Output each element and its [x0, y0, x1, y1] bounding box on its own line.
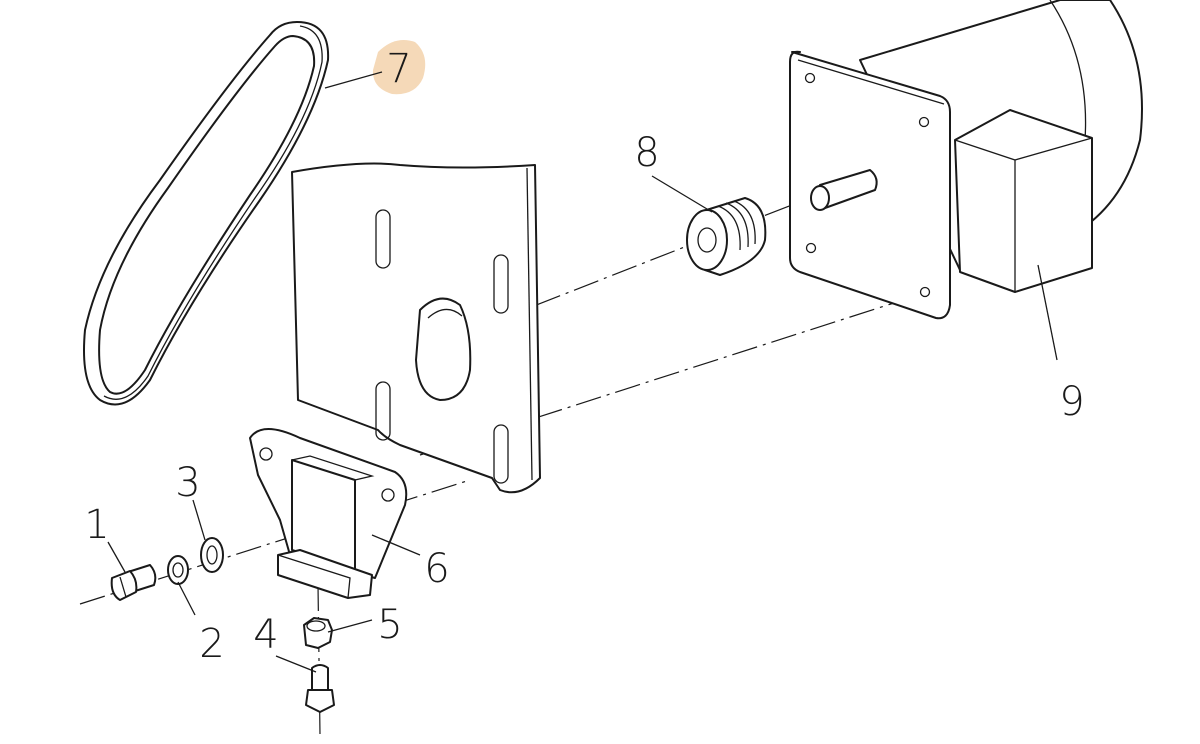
bracket [249, 428, 408, 599]
callout-7-highlight [372, 39, 426, 95]
bolt-4 [305, 664, 335, 713]
callout-labels: 1 2 3 4 5 6 7 8 9 [84, 46, 1084, 667]
lock-washer [167, 555, 189, 585]
callout-1: 1 [84, 502, 109, 548]
callout-8: 8 [634, 130, 659, 176]
callout-7: 7 [386, 46, 411, 92]
callout-4: 4 [253, 612, 278, 658]
callout-9: 9 [1059, 379, 1084, 425]
callout-5: 5 [377, 602, 402, 648]
belt [83, 21, 330, 406]
callout-6: 6 [424, 546, 449, 592]
leader-lines [107, 71, 1058, 673]
nut [303, 617, 333, 649]
pulley [686, 197, 767, 276]
callout-2: 2 [199, 621, 224, 667]
callout-3: 3 [175, 460, 200, 506]
mounting-plate [291, 162, 541, 494]
flat-washer [200, 537, 224, 573]
bolt-1 [110, 564, 157, 601]
motor [789, 0, 1143, 320]
